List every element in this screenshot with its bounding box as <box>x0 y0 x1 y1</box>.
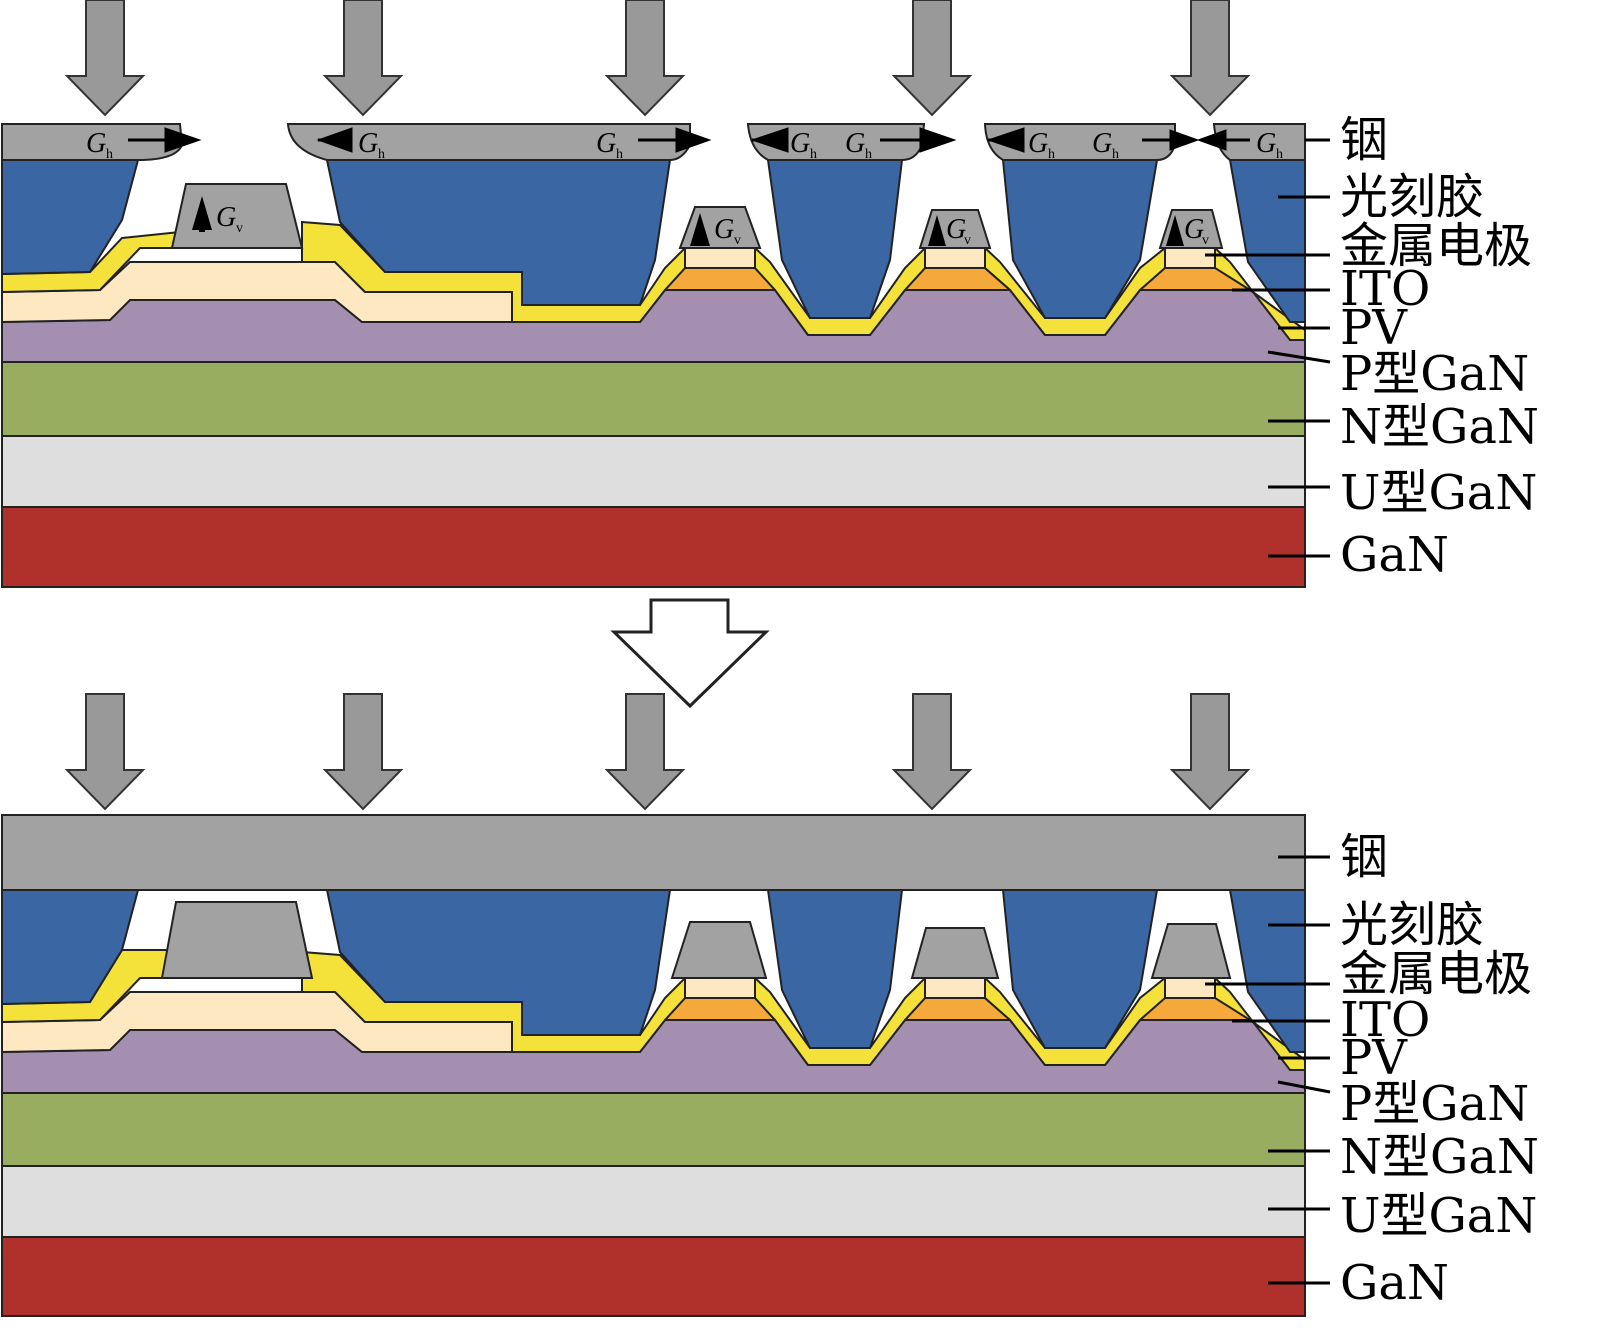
label-photoresist: 光刻胶 <box>1340 897 1484 953</box>
panel-after-reflow: 铟 光刻胶 金属电极 ITO PV P型GaN N型GaN U型GaN GaN <box>0 693 1539 1317</box>
layer-u-gan <box>1 1165 1306 1238</box>
deposition-arrow-3 <box>604 693 686 811</box>
gh-sub: h <box>810 147 817 162</box>
deposition-arrow-1 <box>64 693 146 811</box>
deposition-arrows-bottom <box>64 693 1251 811</box>
gh-label: G <box>1028 128 1048 159</box>
deposition-arrow-4 <box>891 693 973 811</box>
pv-pad-1 <box>684 977 756 999</box>
gh-label: G <box>86 128 106 159</box>
gv-label: G <box>946 214 966 245</box>
legend-labels-top: 铟 光刻胶 金属电极 ITO PV P型GaN N型GaN U型GaN GaN <box>1340 112 1539 583</box>
gv-sub: v <box>734 233 741 248</box>
gv-sub: v <box>1202 233 1209 248</box>
deposition-arrow-2 <box>322 693 404 811</box>
label-n-gan: N型GaN <box>1340 399 1539 455</box>
pv-pad-3 <box>1164 977 1216 999</box>
deposition-arrow-3 <box>604 0 686 117</box>
gh-sub: h <box>1048 147 1055 162</box>
gv-label: G <box>714 214 734 245</box>
gv-sub: v <box>964 233 971 248</box>
gh-labels: G h G h G h G h G h G h G h G h <box>86 128 1283 162</box>
label-p-gan: P型GaN <box>1340 346 1529 402</box>
gh-label: G <box>1092 128 1112 159</box>
layer-gan <box>1 1236 1306 1317</box>
gh-label: G <box>845 128 865 159</box>
panel-before-reflow: G h G h G h G h G h G h G h G h G v G <box>0 0 1539 588</box>
gh-label: G <box>596 128 616 159</box>
deposition-arrow-5 <box>1169 0 1251 117</box>
gv-labels: G v G v G v G v <box>216 202 1209 248</box>
layer-n-gan <box>1 361 1306 437</box>
label-gan: GaN <box>1340 527 1449 583</box>
label-photoresist: 光刻胶 <box>1340 169 1484 225</box>
label-p-gan: P型GaN <box>1340 1076 1529 1132</box>
label-metal-electrode: 金属电极 <box>1340 218 1532 274</box>
pv-pad-2 <box>924 247 986 269</box>
gh-label: G <box>1256 128 1276 159</box>
deposition-arrow-2 <box>322 0 404 117</box>
label-gan: GaN <box>1340 1255 1449 1311</box>
gh-label: G <box>358 128 378 159</box>
legend-top <box>1205 138 1331 558</box>
gh-sub: h <box>106 147 113 162</box>
gv-sub: v <box>236 221 243 236</box>
label-n-gan: N型GaN <box>1340 1129 1539 1185</box>
indium-mesa-4 <box>1150 923 1232 979</box>
label-metal-electrode: 金属电极 <box>1340 946 1532 1002</box>
pv-pad-3 <box>1164 247 1216 269</box>
gh-sub: h <box>1276 147 1283 162</box>
indium-mesa-3 <box>910 927 1000 979</box>
indium-mesa-1 <box>170 183 304 249</box>
label-indium: 铟 <box>1340 112 1388 168</box>
pv-pad-2 <box>924 977 986 999</box>
gh-sub: h <box>1112 147 1119 162</box>
label-pv: PV <box>1340 1030 1408 1086</box>
label-ito: ITO <box>1340 992 1430 1048</box>
process-step-arrow <box>610 598 770 709</box>
photoresist-block-2 <box>325 889 672 1036</box>
gv-label: G <box>216 202 236 233</box>
deposition-arrows-top <box>64 0 1251 117</box>
layer-gan <box>1 506 1306 588</box>
indium-mesa-1 <box>160 901 314 979</box>
legend-bottom <box>1205 855 1331 1285</box>
indium-mesa-2 <box>670 921 768 979</box>
label-u-gan: U型GaN <box>1340 1188 1537 1244</box>
label-indium: 铟 <box>1340 829 1388 885</box>
legend-labels-bottom: 铟 光刻胶 金属电极 ITO PV P型GaN N型GaN U型GaN GaN <box>1340 829 1539 1311</box>
gv-label: G <box>1184 214 1204 245</box>
label-u-gan: U型GaN <box>1340 465 1537 521</box>
gh-sub: h <box>616 147 623 162</box>
label-ito: ITO <box>1340 261 1430 317</box>
vertical-growth-arrows <box>192 196 1184 246</box>
photoresist-block-2 <box>325 159 672 306</box>
deposition-arrow-1 <box>64 0 146 117</box>
layer-u-gan <box>1 435 1306 508</box>
indium-continuous-film <box>1 814 1306 891</box>
gh-sub: h <box>378 147 385 162</box>
horizontal-growth-arrows <box>128 127 1250 153</box>
deposition-arrow-4 <box>891 0 973 117</box>
label-pv: PV <box>1340 300 1408 356</box>
gh-sub: h <box>865 147 872 162</box>
gh-label: G <box>790 128 810 159</box>
deposition-arrow-5 <box>1169 693 1251 811</box>
layer-n-gan <box>1 1092 1306 1167</box>
pv-pad-1 <box>684 247 756 269</box>
